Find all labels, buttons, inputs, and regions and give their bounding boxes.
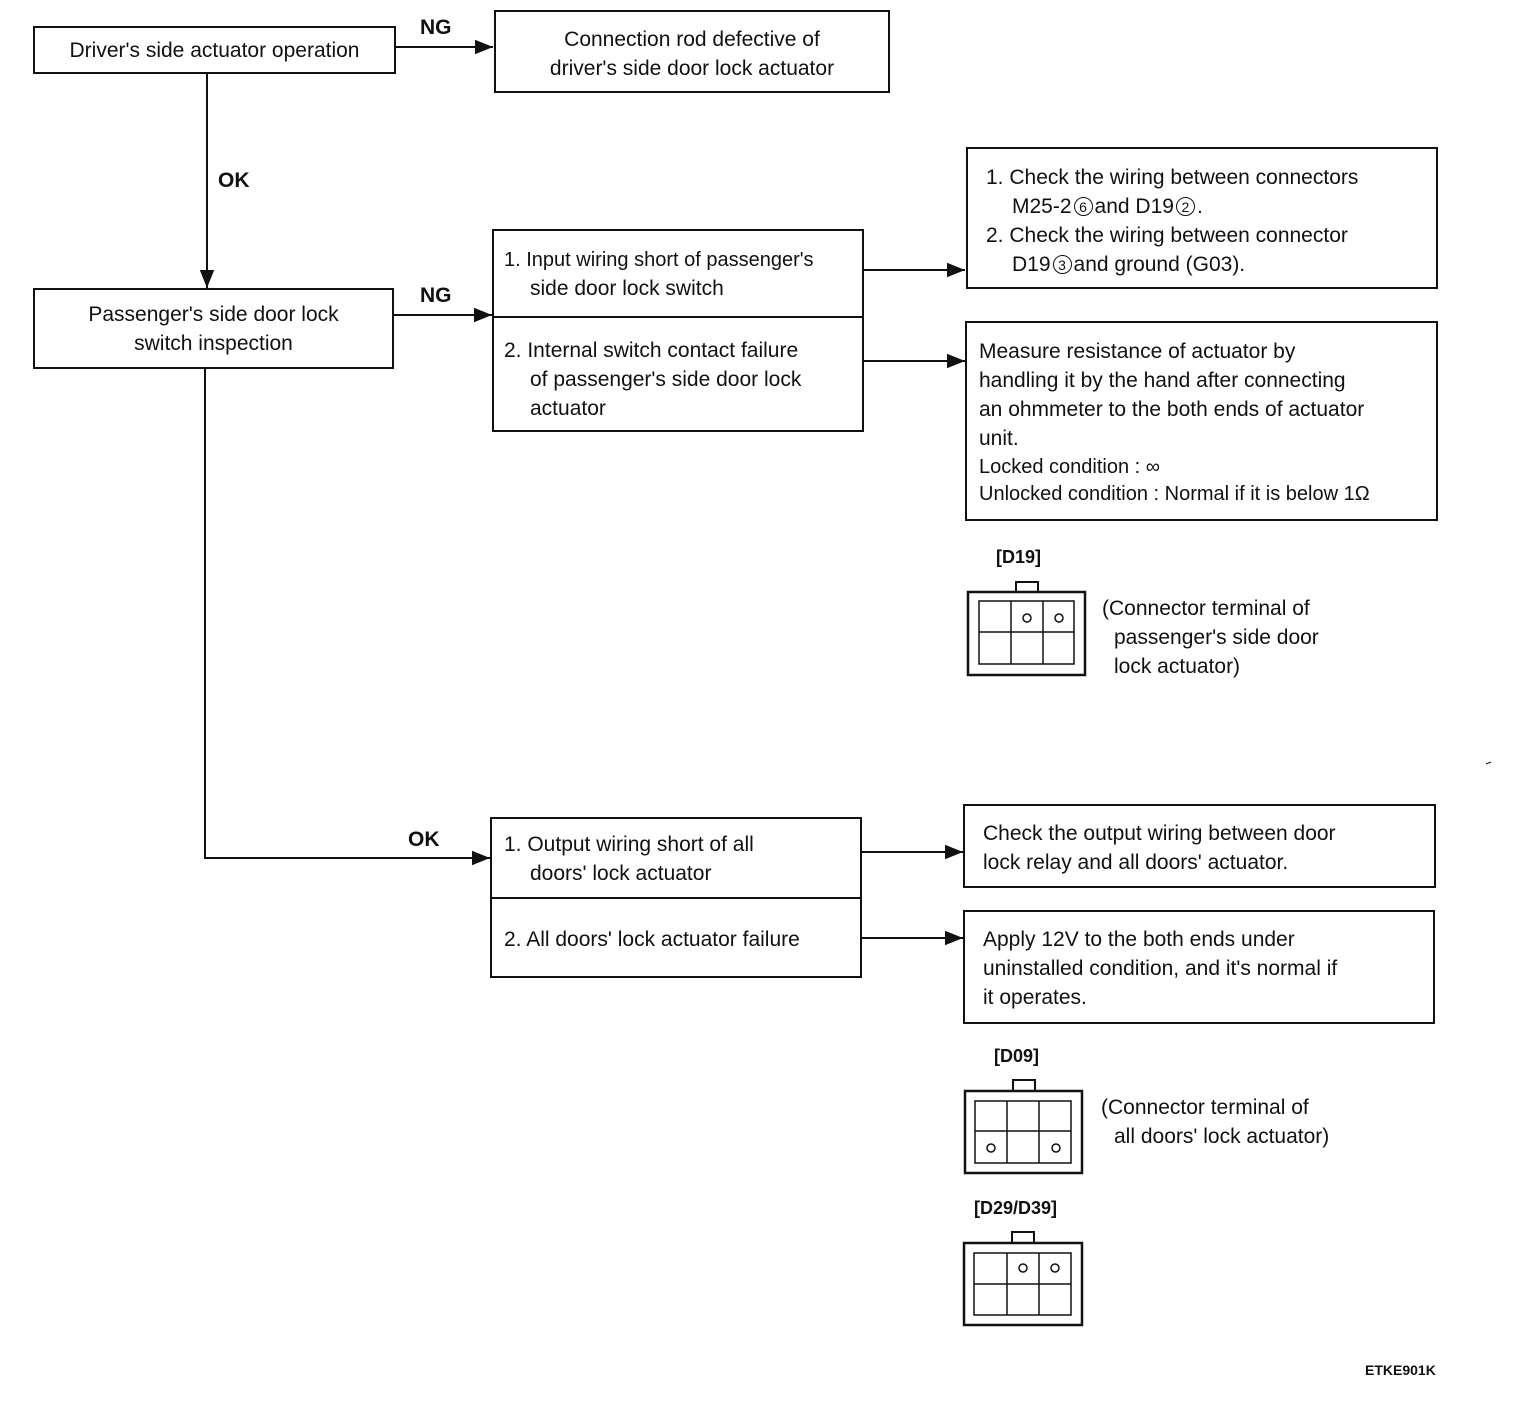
output-wiring-text-1: 1. Output wiring short of all (504, 833, 754, 856)
d19-caption-1: (Connector terminal of (1102, 597, 1310, 620)
measure-line-6: Unlocked condition : Normal if it is bel… (979, 483, 1370, 505)
d09-label: [D09] (994, 1046, 1040, 1066)
internal-switch-text-3: actuator (530, 397, 606, 420)
edge-label-ng: NG (420, 16, 452, 39)
pin-6-badge: 6 (1073, 197, 1093, 216)
node-all-doors-causes: 1. Output wiring short of all doors' loc… (490, 817, 862, 978)
check-wiring-line-1: 1. Check the wiring between connectors (986, 166, 1359, 189)
input-wiring-text-1: 1. Input wiring short of passenger's (504, 249, 814, 271)
d29-d39-connector-icon (962, 1231, 1084, 1327)
node-check-output: Check the output wiring between door loc… (963, 804, 1436, 888)
node-text-1: Passenger's side door lock (88, 303, 339, 326)
node-text-2: switch inspection (134, 332, 293, 355)
check-output-line-2: lock relay and all doors' actuator. (983, 851, 1289, 874)
measure-line-5: Locked condition : ∞ (979, 456, 1161, 478)
divider (494, 316, 862, 318)
apply-12v-line-1: Apply 12V to the both ends under (983, 928, 1295, 951)
input-wiring-text-2: side door lock switch (530, 277, 724, 300)
node-check-wiring: 1. Check the wiring between connectors M… (966, 147, 1438, 289)
figure-code: ETKE901K (1365, 1362, 1436, 1378)
internal-switch-text-1: 2. Internal switch contact failure (504, 339, 799, 362)
d09-caption-2: all doors' lock actuator) (1114, 1125, 1330, 1148)
d19-caption-2: passenger's side door (1114, 626, 1319, 649)
d09-caption-1: (Connector terminal of (1101, 1096, 1309, 1119)
d19-label: [D19] (996, 547, 1042, 567)
pin-3-badge: 3 (1052, 255, 1072, 274)
measure-line-4: unit. (979, 427, 1019, 450)
node-connection-rod: Connection rod defective of driver's sid… (494, 10, 890, 93)
node-apply-12v: Apply 12V to the both ends under uninsta… (963, 910, 1435, 1024)
measure-line-1: Measure resistance of actuator by (979, 340, 1296, 363)
d09-connector-icon (963, 1079, 1084, 1175)
node-text-1: Connection rod defective of (564, 28, 820, 51)
internal-switch-text-2: of passenger's side door lock (530, 368, 802, 391)
all-doors-failure-text: 2. All doors' lock actuator failure (504, 928, 800, 951)
node-text-2: driver's side door lock actuator (549, 57, 835, 80)
output-wiring-text-2: doors' lock actuator (530, 862, 712, 885)
stray-mark (1485, 761, 1492, 765)
measure-line-2: handling it by the hand after connecting (979, 369, 1346, 392)
divider (492, 897, 860, 899)
node-measure-resistance: Measure resistance of actuator by handli… (965, 321, 1438, 521)
measure-line-3: an ohmmeter to the both ends of actuator (979, 398, 1365, 421)
edge-label-ok: OK (408, 828, 440, 851)
check-wiring-line-3: 2. Check the wiring between connector (986, 224, 1348, 247)
check-output-line-1: Check the output wiring between door (983, 822, 1336, 845)
node-drivers-actuator: Driver's side actuator operation (33, 26, 396, 74)
d19-connector-icon (966, 581, 1087, 677)
d29-d39-label: [D29/D39] (974, 1198, 1058, 1218)
apply-12v-line-3: it operates. (983, 986, 1087, 1009)
pin-2-badge: 2 (1175, 197, 1195, 216)
edge-label-ng: NG (420, 284, 452, 307)
d19-caption-3: lock actuator) (1114, 655, 1241, 678)
apply-12v-line-2: uninstalled condition, and it's normal i… (983, 957, 1338, 980)
node-text: Driver's side actuator operation (69, 39, 360, 62)
arrow-passenger-ok (204, 369, 490, 866)
node-passenger-causes: 1. Input wiring short of passenger's sid… (492, 229, 864, 432)
edge-label-ok: OK (218, 169, 250, 192)
node-passenger-switch: Passenger's side door lock switch inspec… (33, 288, 394, 369)
